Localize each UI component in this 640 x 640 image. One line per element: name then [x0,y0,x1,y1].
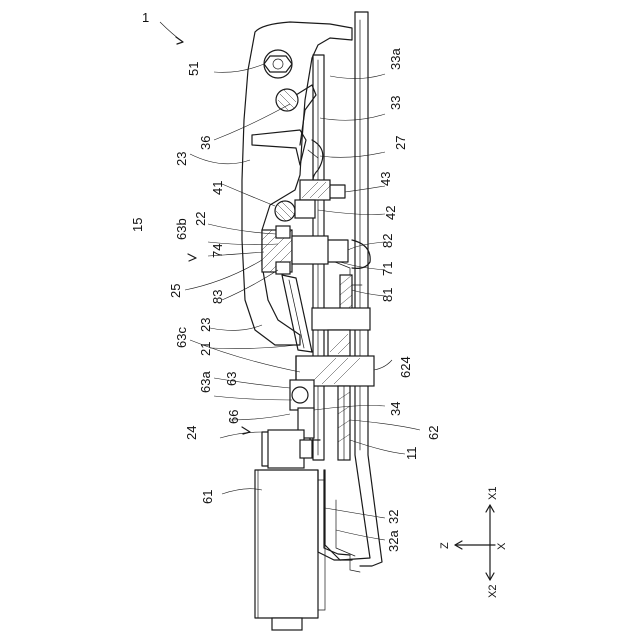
label-43: 43 [378,172,393,186]
label-21: 21 [198,342,213,356]
shaft-assembly [262,226,370,285]
label-32: 32 [386,510,401,524]
label-assembly-1: 1 [142,10,149,25]
axis-indicator [455,505,495,580]
pin-41 [275,201,295,221]
label-63c: 63c [174,327,189,348]
label-63: 63 [224,372,239,386]
label-36: 36 [198,136,213,150]
housing-23 [242,22,352,345]
label-27: 27 [393,136,408,150]
label-32a: 32a [386,530,401,552]
label-74: 74 [210,244,225,258]
label-25: 25 [168,284,183,298]
pin-36 [276,89,298,111]
label-66: 66 [226,410,241,424]
label-22: 22 [193,212,208,226]
label-42: 42 [383,206,398,220]
label-63a: 63a [198,371,213,393]
link-21 [282,275,312,352]
bolt-51 [264,50,292,78]
label-82: 82 [380,234,395,248]
axis-label-x2: X2 [487,585,499,598]
label-34: 34 [388,402,403,416]
label-15: 15 [130,218,145,232]
label-71: 71 [380,262,395,276]
label-23-upper: 23 [174,152,189,166]
label-63b: 63b [174,218,189,240]
axis-label-x1: X1 [487,487,499,500]
label-41: 41 [210,181,225,195]
label-33a: 33a [388,48,403,70]
label-83: 83 [210,290,225,304]
label-624: 624 [398,356,413,378]
label-24: 24 [184,426,199,440]
label-62: 62 [426,426,441,440]
label-51: 51 [186,62,201,76]
label-33: 33 [388,96,403,110]
axis-labels: X1 X Z X2 [439,487,508,598]
gear-81 [312,275,370,356]
label-81: 81 [380,288,395,302]
axis-label-x: X [496,542,508,550]
label-23-lower: 23 [198,318,213,332]
label-61: 61 [200,490,215,504]
axis-label-z: Z [439,542,451,549]
label-11: 11 [404,447,419,461]
